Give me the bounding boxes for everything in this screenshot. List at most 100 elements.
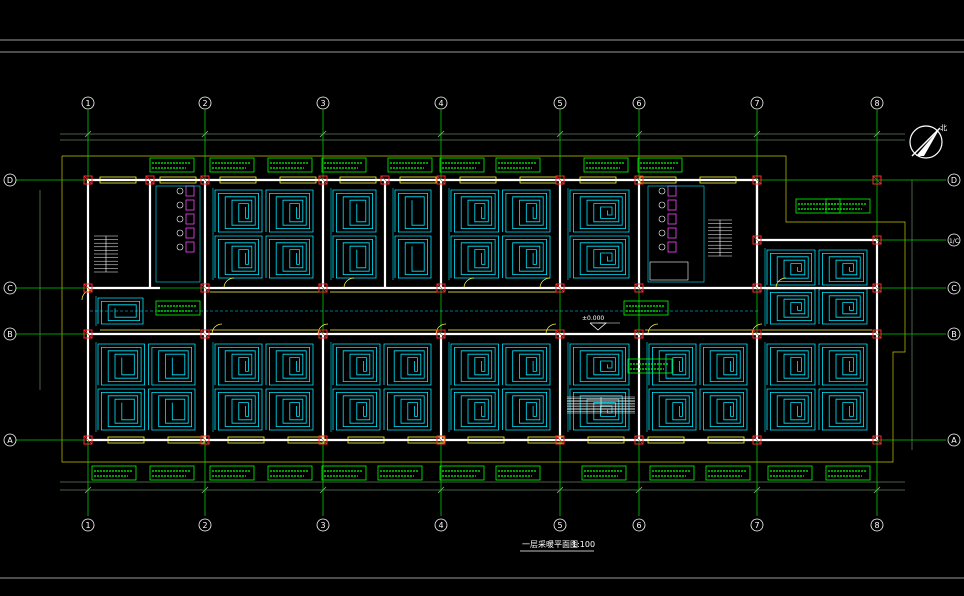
column [318,283,328,293]
door-swing [463,277,475,289]
room-tag [209,465,255,481]
axis-label-1: 1 [85,521,90,530]
column-hatch [200,329,210,339]
axis-bubble [947,233,961,247]
pipe-coil [383,388,432,431]
pipe-coil [148,388,196,431]
column-hatch [436,435,446,445]
column [83,283,93,293]
axis-label-5: 5 [557,521,562,530]
room-tag [91,465,137,481]
room-tag [267,157,313,173]
toilet-bowl [658,215,666,223]
pipe-coil [214,388,263,431]
door-swing [539,277,551,289]
column-hatch [200,175,210,185]
pipe-coil [766,249,816,286]
axis-bubble [3,327,17,341]
axis-bubble [81,518,95,532]
toilet-stall [667,213,677,225]
axis-label-A: A [7,436,13,445]
axis-bubble [553,96,567,110]
room-tag [377,465,423,481]
dimension-lines [39,130,913,494]
toilet-stall [185,227,195,239]
toilet-bowl [658,187,666,195]
pipe-coil [818,288,868,325]
toilet-bowl [658,201,666,209]
pipe-coil [214,189,263,233]
window [399,176,437,184]
column-hatch [872,235,882,245]
pipe-coil [450,189,499,233]
window [227,436,265,444]
column-hatch [872,329,882,339]
axis-bubble [198,96,212,110]
column-hatch [634,283,644,293]
axis-label-6: 6 [636,99,641,108]
axis-label-3: 3 [320,521,325,530]
pipe-coil [450,388,499,431]
window [579,176,617,184]
axis-label-7: 7 [754,99,759,108]
pipe-coil [818,343,868,386]
column-hatch [318,283,328,293]
room-tag [825,198,871,214]
fixtures [94,185,732,414]
north-label: 北 [940,124,947,132]
room-tag [495,465,541,481]
column-hatch [200,435,210,445]
column [318,435,328,445]
column-hatch [752,175,762,185]
axis-bubble [947,433,961,447]
column [872,235,882,245]
column-hatch [634,175,644,185]
door-swing [343,277,355,289]
axis-label-7: 7 [754,521,759,530]
pipe-coil [265,343,314,386]
axis-bubble [947,327,961,341]
axis-label-1: 1 [85,99,90,108]
room-tag [795,198,841,214]
column [752,283,762,293]
column-hatch [83,175,93,185]
pipe-coil [383,343,432,386]
pipe-coil [148,343,196,386]
axis-label-8: 8 [874,99,879,108]
pipe-coil [502,388,551,431]
column [436,283,446,293]
room-tag [439,157,485,173]
column-hatch [318,329,328,339]
pipe-coil [569,189,630,233]
toilet-stall [667,199,677,211]
room-tag [387,157,433,173]
column [200,175,210,185]
room-tag [583,157,629,173]
elevation-label: ±0.000 [582,315,604,322]
drawing-title: 一层采暖平面图 [522,539,578,549]
toilet-bowl [176,243,184,251]
axis-label-B: B [951,330,957,339]
pipe-coil [394,189,432,233]
axis-bubble [198,518,212,532]
pipe-coil [214,235,263,279]
axis-bubble [632,96,646,110]
room-tag [267,465,313,481]
axis-bubble [434,96,448,110]
window [459,176,497,184]
column-hatch [436,329,446,339]
column [436,175,446,185]
axis-bubble [947,173,961,187]
window [279,176,317,184]
room-tag [149,465,195,481]
toilet-stall [185,185,195,197]
column-hatch [752,235,762,245]
column [752,235,762,245]
column [872,435,882,445]
door-swing [211,323,223,335]
window [647,436,685,444]
column-hatch [83,329,93,339]
window [99,176,137,184]
column-hatch [634,435,644,445]
